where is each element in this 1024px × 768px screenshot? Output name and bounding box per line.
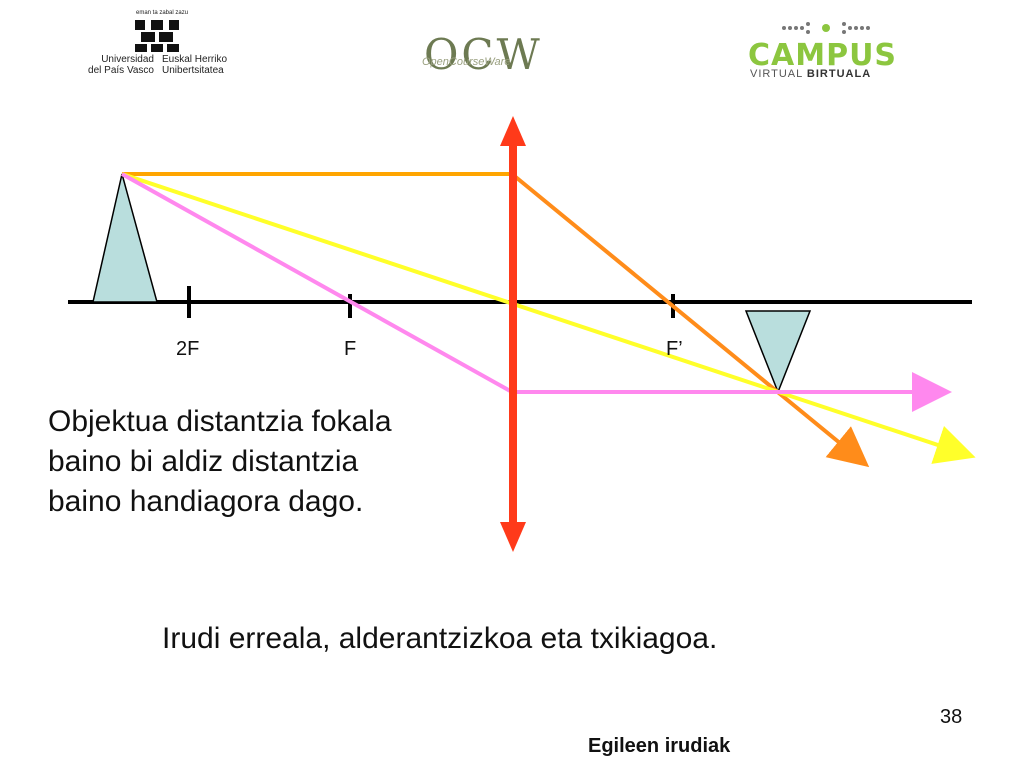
label-f-prime: F’: [666, 338, 683, 360]
label-f: F: [344, 338, 357, 360]
upv-emblem-icon: [135, 20, 179, 52]
lens-bottom-arrow: [500, 522, 526, 552]
upv-motto: eman ta zabal zazu: [136, 10, 189, 16]
conclusion-text: Irudi erreala, alderantzizkoa eta txikia…: [162, 622, 718, 655]
campus-virtual-logo: CAMPUS VIRTUAL BIRTUALA: [748, 16, 918, 82]
page-number: 38: [940, 706, 963, 728]
upv-ehu-logo: eman ta zabal zazu Universidad del País …: [78, 10, 238, 80]
campus-word: CAMPUS: [748, 38, 898, 73]
campus-dots-icon: [782, 22, 870, 34]
ray-parallel-out: [510, 172, 870, 468]
object-triangle: [92, 173, 158, 303]
ocw-logo: OCW OpenCourseWare: [420, 30, 550, 90]
ray-focal-in: [121, 172, 513, 394]
ocw-letters: OCW: [424, 30, 543, 79]
upv-name-spanish: Universidad del País Vasco: [88, 54, 154, 76]
image-credit: Egileen irudiak: [588, 735, 731, 757]
lens-top-arrow: [500, 116, 526, 146]
upv-name-basque: Euskal Herriko Unibertsitatea: [162, 54, 228, 76]
description-text: Objektua distantzia fokala baino bi aldi…: [48, 405, 392, 518]
campus-subtitle: VIRTUAL BIRTUALA: [750, 68, 872, 80]
ray-center: [121, 172, 976, 464]
ocw-subtitle: OpenCourseWare: [422, 56, 511, 68]
image-triangle: [744, 310, 812, 395]
label-2f: 2F: [176, 338, 200, 360]
